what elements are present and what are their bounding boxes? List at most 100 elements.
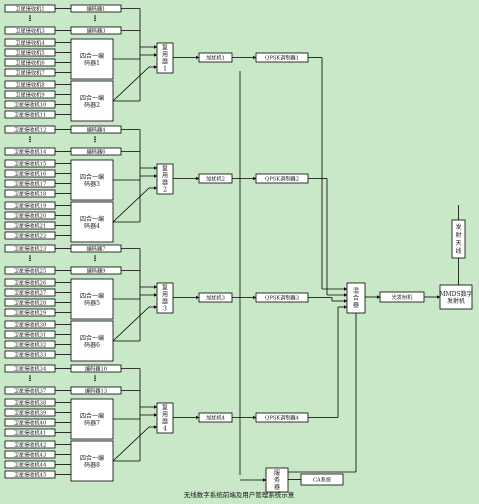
receiver-box [4,340,56,349]
receiver-box [4,201,56,210]
receiver-label: 卫星接收机44 [14,461,47,469]
arrowhead [253,55,256,60]
wire [112,306,150,342]
connection-lines [55,8,459,482]
receiver-box [4,110,56,119]
receiver-box [4,350,56,359]
arrowhead [344,287,347,291]
ellipsis-dot [29,379,31,382]
ellipsis-dot [29,138,31,140]
qpsk-modulator-box [255,292,309,303]
receiver-label: 卫星接收机43 [14,451,47,459]
receiver-label: 卫星接收机27 [14,289,47,297]
receiver-label: 卫星接收机1 [15,5,44,13]
arrowhead [344,299,347,303]
arrowhead [196,295,199,300]
receiver-box [4,408,56,417]
receiver-box [4,450,56,459]
receiver-box [4,428,56,437]
server-label: 服务器 [274,470,280,491]
receiver-box [4,470,56,479]
qpsk-modulator-box [255,52,309,63]
ellipsis-dot [29,15,31,17]
receiver-label: 卫星接收机10 [14,101,47,109]
arrowhead [196,55,199,60]
wire [112,187,150,223]
receiver-label: 卫星接收机26 [14,279,47,287]
scrambler-box [198,292,233,303]
scrambler-label: 加扰机3 [206,294,225,302]
receiver-label: 卫星接收机5 [15,49,44,57]
ellipsis-dot [29,140,31,143]
encoder-box [70,125,122,134]
four-in-one-encoder-box [70,278,114,320]
encoder-label: 编码器6 [87,148,106,156]
encoder-label: 编码器13 [85,387,107,395]
arrowhead [344,293,347,297]
receiver-box [4,80,56,89]
arrowhead [253,176,256,181]
receiver-label: 卫星接收机39 [14,409,47,417]
arrowhead [154,293,157,297]
ellipsis-dot [29,136,31,138]
arrowhead [196,415,199,420]
encoder-box [70,364,122,373]
receiver-label: 卫星接收机8 [15,81,44,89]
receiver-label: 卫星接收机15 [14,160,47,168]
ellipsis-dot [29,19,31,22]
ellipsis-dot [94,259,96,262]
ellipsis-dot [94,17,96,20]
receiver-box [4,90,56,99]
receiver-label: 卫星接收机34 [14,365,47,373]
multiplexer-box [156,402,174,434]
receiver-label: 卫星接收机33 [14,351,47,359]
receiver-label: 卫星接收机45 [14,471,47,479]
ellipsis-dot [94,19,96,22]
arrowhead [154,174,157,178]
four-in-one-encoder-label: 四合一编码器8 [80,454,104,469]
ellipsis-dot [94,255,96,257]
receiver-box [4,26,56,35]
ellipsis-dot [94,136,96,138]
receiver-label: 卫星接收机42 [14,441,47,449]
four-in-one-encoder-label: 四合一编码器7 [80,412,104,427]
ellipsis-dot [29,257,31,260]
ellipsis-dot [94,140,96,143]
qpsk-modulator-label: QPSK调制器3 [265,294,299,302]
receiver-label: 卫星接收机6 [15,59,44,67]
optical-transmitter-box [379,291,425,303]
receiver-label: 卫星接收机16 [14,170,47,178]
receiver-box [4,298,56,307]
scrambler-label: 加扰机4 [206,414,226,422]
optical-transmitter-label: 光发射机 [392,293,414,301]
four-in-one-encoder-box [70,398,114,440]
encoder-label: 编码器9 [87,267,106,275]
four-in-one-encoder-label: 四合一编码器4 [80,215,104,230]
wire [112,426,150,462]
receiver-box [4,100,56,109]
receiver-box [4,418,56,427]
multiplexer-box [156,282,174,314]
arrowhead [154,285,157,289]
four-in-one-encoder-box [70,159,114,201]
qpsk-modulator-label: QPSK调制器4 [265,414,300,422]
encoder-label: 编码器10 [85,365,107,373]
receiver-label: 卫星接收机17 [14,180,47,188]
receiver-box [4,386,56,395]
receiver-label: 卫星接收机9 [15,91,44,99]
encoder-box [70,147,122,156]
receiver-label: 卫星接收机7 [15,69,44,77]
encoder-label: 编码器4 [87,126,107,134]
encoder-label: 编码器3 [87,27,106,35]
ellipsis-dot [94,257,96,260]
receiver-box [4,440,56,449]
four-in-one-encoder-box [70,201,114,243]
receiver-box [4,189,56,198]
receiver-box [4,364,56,373]
ellipsis-dot [29,259,31,262]
arrowhead [154,413,157,417]
ellipsis-dot [94,375,96,377]
arrowhead [154,166,157,170]
